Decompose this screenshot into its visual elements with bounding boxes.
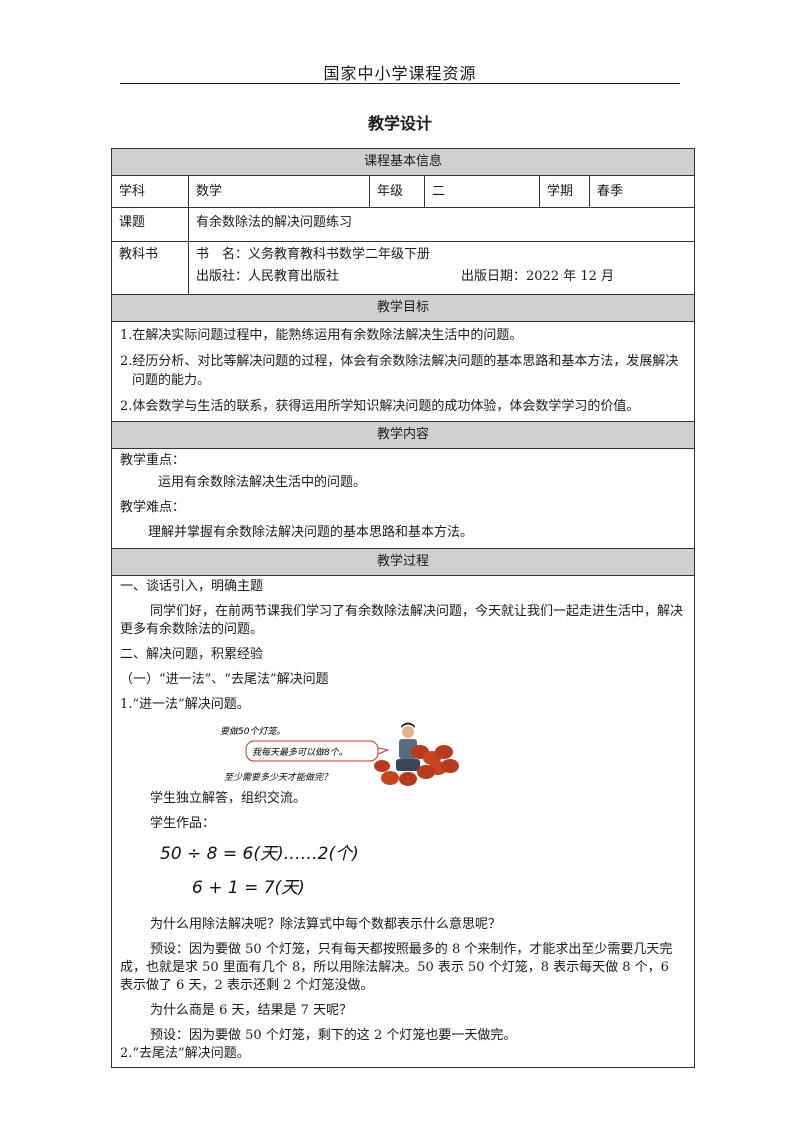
p-solve: 学生独立解答，组织交流。	[150, 791, 307, 806]
textbook-label: 教科书	[112, 242, 189, 294]
figure-bubble-text: 我每天最多可以做8个。	[252, 747, 348, 758]
difficulty-text: 理解并掌握有余数除法解决问题的基本思路和基本方法。	[148, 525, 474, 540]
work-eq-1: 50 ÷ 8 = 6(天)……2(个)	[160, 844, 359, 864]
grade-label: 年级	[370, 176, 425, 207]
goal-item: 2.经历分析、对比等解决问题的过程，体会有余数除法解决问题的基本思路和基本方法，…	[120, 354, 679, 388]
subject-value: 数学	[189, 176, 370, 207]
section-process-heading: 教学过程	[112, 549, 694, 576]
student-work-handwriting: 50 ÷ 8 = 6(天)……2(个) 6 + 1 = 7(天)	[160, 844, 359, 898]
site-header: 国家中小学课程资源	[323, 64, 477, 83]
course-value: 有余数除法的解决问题练习	[196, 215, 353, 230]
lanterns-icon	[374, 745, 459, 786]
a2: 预设：因为要做 50 个灯笼，剩下的这 2 个灯笼也要一天做完。	[150, 1028, 517, 1043]
book-publisher: 出版社：人民教育出版社	[196, 269, 340, 284]
lantern-illustration: 要做50个灯笼。 我每天最多可以做8个。 至少需要多少天才能做完？	[220, 722, 459, 786]
textbook-row: 教科书 书 名：义务教育教科书数学二年级下册 出版社：人民教育出版社 出版日期：…	[112, 242, 694, 295]
figure-text-1: 要做50个灯笼。	[220, 726, 285, 737]
person-legs	[396, 759, 420, 771]
student-work: 50 ÷ 8 = 6(天)……2(个) 6 + 1 = 7(天)	[120, 837, 686, 909]
section-goals-heading: 教学目标	[112, 295, 694, 322]
lantern-problem-figure: 要做50个灯笼。 我每天最多可以做8个。 至少需要多少天才能做完？	[120, 722, 686, 790]
book-name: 书 名：义务教育教科书数学二年级下册	[196, 247, 431, 262]
term-label: 学期	[540, 176, 590, 207]
goals-list: 1.在解决实际问题过程中，能熟练运用有余数除法解决生活中的问题。 2.经历分析、…	[112, 322, 694, 422]
textbook-value: 书 名：义务教育教科书数学二年级下册 出版社：人民教育出版社 出版日期：2022…	[189, 242, 694, 294]
goal-item: 1.在解决实际问题过程中，能熟练运用有余数除法解决生活中的问题。	[120, 328, 523, 343]
figure-text-2: 至少需要多少天才能做完？	[224, 772, 332, 783]
process-body: 一、谈话引入，明确主题 同学们好，在前两节课我们学习了有余数除法解决问题，今天就…	[112, 576, 694, 1067]
subject-label: 学科	[112, 176, 189, 207]
s2-sub: （一）“进一法”、“去尾法”解决问题	[120, 672, 329, 687]
info-row: 学科 数学 年级 二 学期 春季	[112, 176, 694, 208]
section-basic-info-heading: 课程基本信息	[112, 149, 694, 176]
section-content-heading: 教学内容	[112, 422, 694, 449]
book-publish-line: 出版社：人民教育出版社 出版日期：2022 年 12 月	[196, 266, 687, 288]
book-pub-date: 出版日期：2022 年 12 月	[461, 269, 615, 284]
s1-text: 同学们好，在前两节课我们学习了有余数除法解决问题，今天就让我们一起走进生活中，解…	[120, 604, 684, 637]
p-works: 学生作品：	[150, 816, 216, 831]
key-point-text: 运用有余数除法解决生活中的问题。	[158, 475, 367, 490]
q2: 为什么商是 6 天，结果是 7 天呢？	[150, 1003, 353, 1018]
difficulty-label: 教学难点：	[120, 500, 186, 515]
p2-title: 2.“去尾法”解决问题。	[120, 1046, 250, 1061]
content-body: 教学重点： 运用有余数除法解决生活中的问题。 教学难点： 理解并掌握有余数除法解…	[112, 449, 694, 549]
person-hair	[401, 722, 415, 728]
p1-title: 1.“进一法”解决问题。	[120, 697, 250, 712]
work-eq-2: 6 + 1 = 7(天)	[192, 878, 305, 898]
course-row: 课题 有余数除法的解决问题练习	[112, 208, 694, 242]
lesson-table: 课程基本信息 学科 数学 年级 二 学期 春季 课题 有余数除法的解决问题练习 …	[111, 148, 695, 1068]
s2-title: 二、解决问题，积累经验	[120, 647, 264, 662]
a1: 预设：因为要做 50 个灯笼，只有每天都按照最多的 8 个来制作，才能求出至少需…	[120, 942, 673, 993]
q1: 为什么用除法解决呢？除法算式中每个数都表示什么意思呢？	[150, 917, 502, 932]
goal-item: 2.体会数学与生活的联系，获得运用所学知识解决问题的成功体验，体会数学学习的价值…	[120, 399, 640, 414]
course-label: 课题	[112, 208, 189, 241]
key-point-label: 教学重点：	[120, 453, 186, 468]
speech-bubble-tail	[377, 747, 390, 755]
grade-value: 二	[425, 176, 540, 207]
header-rule	[120, 83, 680, 84]
term-value: 春季	[597, 184, 624, 199]
doc-title: 教学设计	[367, 114, 432, 133]
s1-title: 一、谈话引入，明确主题	[120, 579, 264, 594]
person-head	[402, 726, 414, 738]
